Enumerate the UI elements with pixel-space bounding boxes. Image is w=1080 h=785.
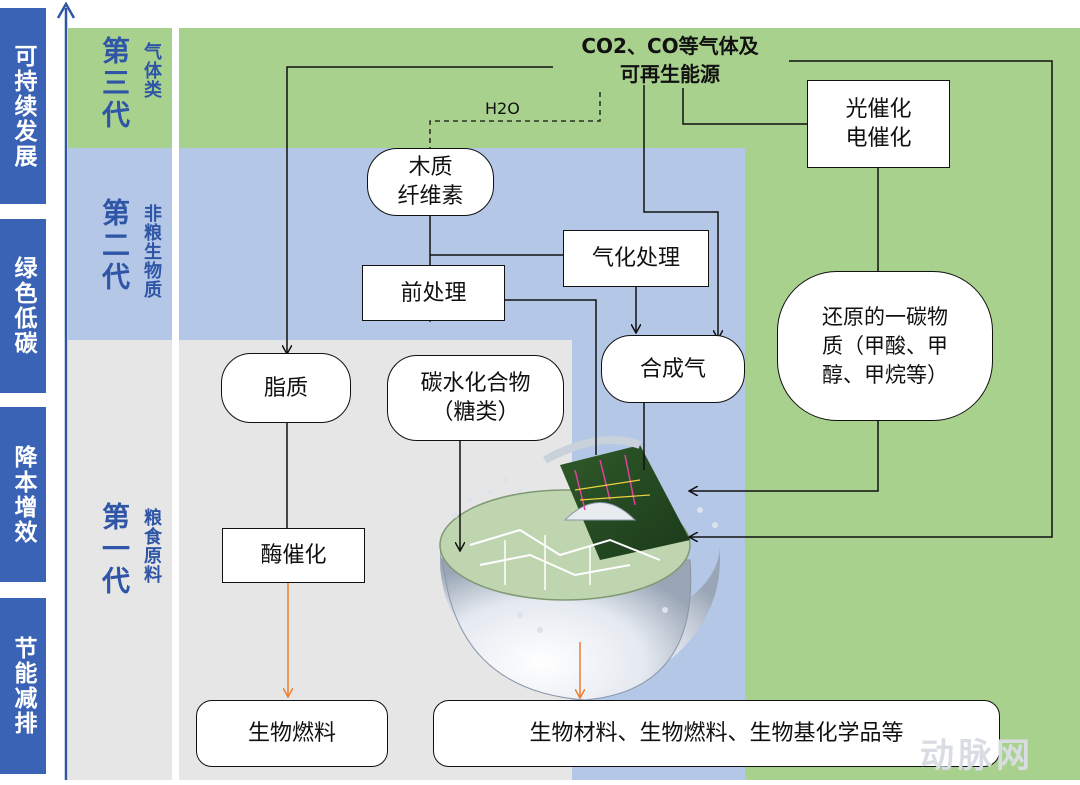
co2-sources-label: CO2、CO等气体及 可再生能源	[581, 34, 759, 86]
side-label-efficiency: 降本增效	[0, 407, 46, 582]
first-gen-title: 第一代	[98, 502, 131, 598]
third-gen-label: 第三代 气体类	[94, 36, 164, 132]
lipid-node: 脂质	[221, 353, 351, 423]
second-gen-title: 第二代	[98, 198, 131, 294]
second-gen-sub: 非粮生物质	[141, 204, 162, 299]
side-label-low-carbon: 绿色低碳	[0, 219, 46, 393]
third-gen-sub: 气体类	[141, 42, 162, 99]
carbohydrate-node: 碳水化合物 （糖类）	[387, 355, 564, 441]
first-gen-sub: 粮食原料	[141, 508, 162, 584]
enzyme-catalysis-node: 酶催化	[222, 528, 365, 583]
reduced-c1-node: 还原的一碳物 质（甲酸、甲 醇、甲烷等）	[777, 271, 993, 421]
white-gap	[172, 28, 179, 780]
gasification-node: 气化处理	[563, 230, 709, 287]
side-label-sustainable: 可持续发展	[0, 8, 46, 204]
cell-illustration	[439, 436, 720, 701]
h2o-label: H2O	[485, 99, 520, 118]
photo-electro-catalysis-node: 光催化 电催化	[807, 80, 950, 168]
pretreatment-node: 前处理	[362, 265, 505, 321]
second-gen-label: 第二代 非粮生物质	[94, 198, 164, 299]
bioproducts-output-node: 生物材料、生物燃料、生物基化学品等	[433, 700, 1000, 767]
watermark: 动脉网	[920, 736, 1034, 776]
lignocellulose-node: 木质 纤维素	[367, 148, 494, 216]
side-label-energy-saving: 节能减排	[0, 598, 46, 774]
syngas-node: 合成气	[601, 335, 745, 403]
biofuel-output-node: 生物燃料	[196, 700, 388, 767]
first-gen-label: 第一代 粮食原料	[94, 502, 164, 598]
third-gen-title: 第三代	[98, 36, 131, 132]
